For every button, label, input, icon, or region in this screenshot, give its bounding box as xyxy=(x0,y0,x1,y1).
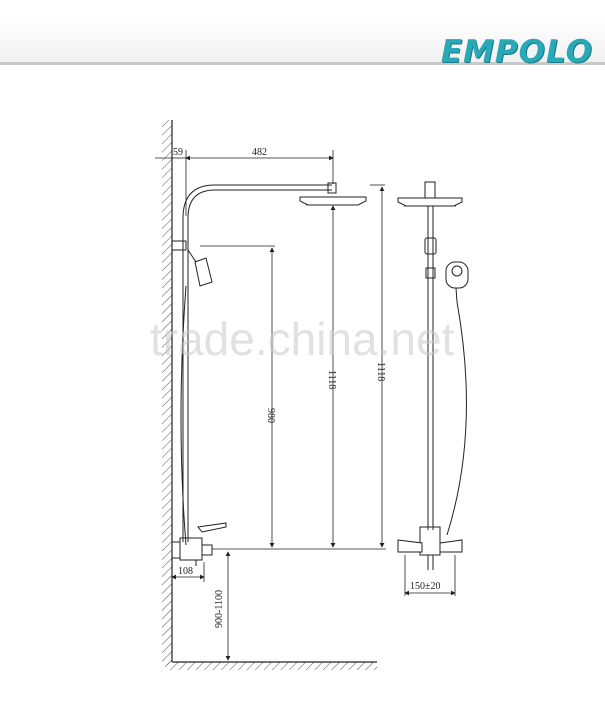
header-bar: EMPOLO xyxy=(0,18,605,70)
floor xyxy=(165,661,377,670)
dim-mixer-depth: 108 xyxy=(178,566,193,577)
dim-mixer-height: 900-1100 xyxy=(214,590,225,628)
empolo-logo: EMPOLO xyxy=(440,34,593,70)
wall xyxy=(162,120,173,665)
dim-hand-shower-height: 980 xyxy=(265,408,276,423)
dim-inlet-spacing: 150±20 xyxy=(410,581,441,592)
side-view xyxy=(171,182,367,566)
watermark: trade.china.net xyxy=(150,313,455,365)
dim-arm-length: 482 xyxy=(252,147,267,158)
dim-head-height-front: 1118 xyxy=(375,362,386,381)
front-view xyxy=(397,181,469,570)
dim-head-height-side: 1118 xyxy=(326,370,337,389)
dim-wall-offset: 59 xyxy=(173,147,183,158)
